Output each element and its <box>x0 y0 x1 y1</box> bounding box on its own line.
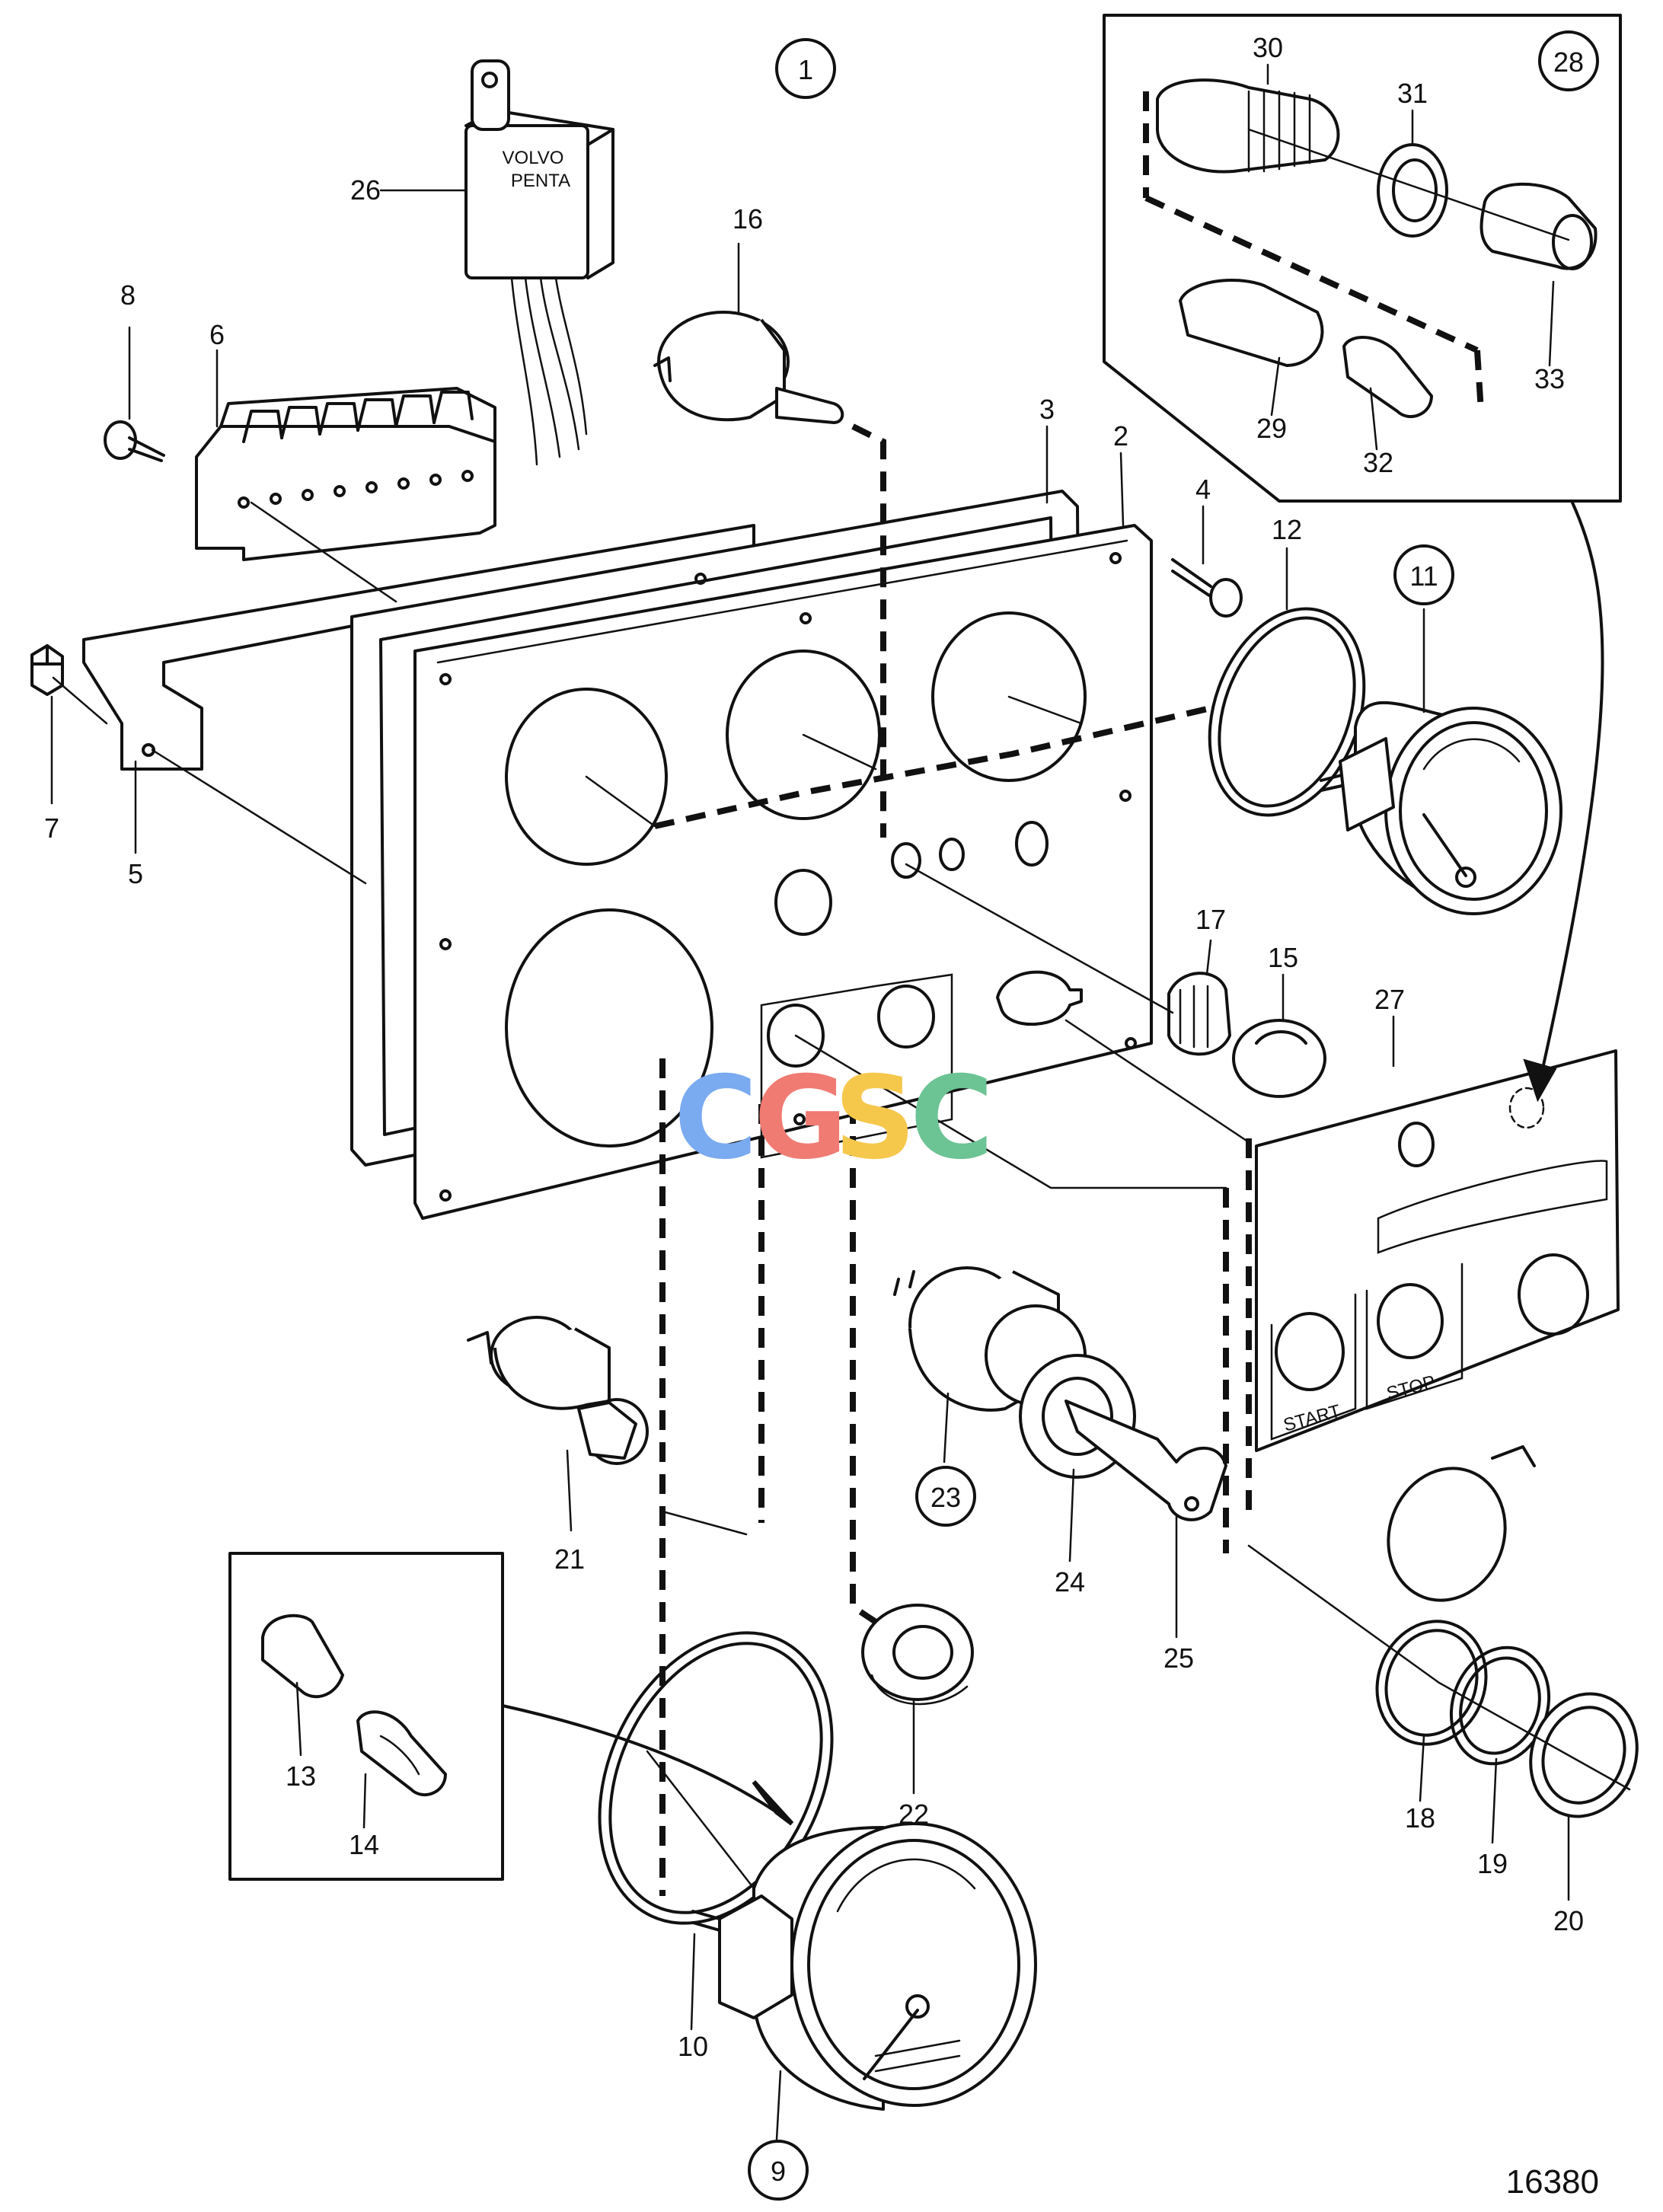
instrument-panel-2 <box>413 524 1153 1220</box>
watermark-logo: C G S C <box>674 1052 994 1185</box>
label-17: 17 <box>1195 904 1226 935</box>
front-plate-27: START STOP <box>1255 1049 1620 1452</box>
label-26: 26 <box>350 174 381 206</box>
leader-lines <box>50 63 1570 2141</box>
label-6: 6 <box>209 319 225 350</box>
key-25 <box>1065 1400 1227 1521</box>
gauge-11 <box>1320 701 1562 915</box>
label-24: 24 <box>1055 1566 1085 1598</box>
label-1: 1 <box>798 54 813 85</box>
label-31: 31 <box>1397 78 1428 109</box>
label-14: 14 <box>349 1829 379 1860</box>
label-28: 28 <box>1553 46 1584 78</box>
watermark-letter-c1: C <box>674 1052 758 1185</box>
label-25: 25 <box>1163 1642 1194 1674</box>
watermark-letter-s: S <box>834 1052 916 1185</box>
label-33: 33 <box>1534 363 1565 394</box>
plug-22 <box>861 1604 974 1706</box>
bracket-5 <box>82 524 755 771</box>
label-12: 12 <box>1272 514 1302 545</box>
circle-11 <box>1393 544 1454 605</box>
ignition-switch-23 <box>893 1266 1087 1412</box>
label-23: 23 <box>930 1482 961 1513</box>
label-7: 7 <box>44 812 59 844</box>
inset-arrow <box>501 1704 778 1814</box>
label-5: 5 <box>128 858 143 889</box>
relay-brand-line1: VOLVO <box>503 148 564 168</box>
label-29: 29 <box>1256 413 1287 444</box>
watermark-letter-c2: C <box>910 1052 994 1185</box>
label-4: 4 <box>1195 474 1211 505</box>
label-9: 9 <box>771 2156 786 2187</box>
label-32: 32 <box>1363 447 1393 478</box>
circle-9 <box>748 2140 809 2201</box>
label-13: 13 <box>286 1760 316 1792</box>
label-11: 11 <box>1409 560 1438 592</box>
relay-26: VOLVO PENTA <box>464 59 614 466</box>
circle-1 <box>775 38 836 99</box>
circle-23 <box>915 1466 976 1527</box>
circle-28 <box>1538 30 1599 91</box>
terminal-block-6 <box>195 387 496 561</box>
ring-20 <box>1529 1692 1639 1818</box>
label-16: 16 <box>733 203 763 235</box>
bulb-inset-box <box>228 1552 504 1881</box>
label-20: 20 <box>1553 1905 1584 1936</box>
screw-8 <box>104 420 165 462</box>
label-3: 3 <box>1039 394 1055 425</box>
label-21: 21 <box>554 1543 585 1575</box>
label-27: 27 <box>1374 984 1405 1015</box>
o-ring-10 <box>598 1631 834 1925</box>
switch-16 <box>653 311 844 424</box>
lamp-inset-box-28 <box>1103 14 1622 503</box>
knob-17 <box>1167 972 1231 1056</box>
label-19: 19 <box>1477 1848 1508 1879</box>
assembly-thin-lines <box>52 501 1631 1890</box>
label-22: 22 <box>899 1799 929 1830</box>
label-2: 2 <box>1113 420 1128 452</box>
part-labels: 1 2 3 4 5 6 7 8 9 10 11 12 13 14 15 16 1… <box>44 30 1599 2201</box>
cover-18 <box>1375 1445 1536 1746</box>
watermark-letter-g: G <box>754 1052 847 1185</box>
nut-7 <box>30 644 64 696</box>
label-8: 8 <box>120 279 136 311</box>
inset-arrow-top <box>1537 501 1604 1090</box>
label-15: 15 <box>1268 942 1298 973</box>
label-18: 18 <box>1405 1802 1435 1834</box>
cap-15 <box>1232 1019 1326 1098</box>
label-10: 10 <box>678 2031 708 2062</box>
push-button-21 <box>467 1316 649 1465</box>
label-30: 30 <box>1253 32 1283 63</box>
drawing-number: 16380 <box>1506 2163 1599 2201</box>
assembly-dashed-lines <box>654 423 1252 1896</box>
relay-brand-line2: PENTA <box>511 171 570 191</box>
gauge-9 <box>691 1822 1037 2111</box>
screw-4 <box>1171 558 1243 618</box>
